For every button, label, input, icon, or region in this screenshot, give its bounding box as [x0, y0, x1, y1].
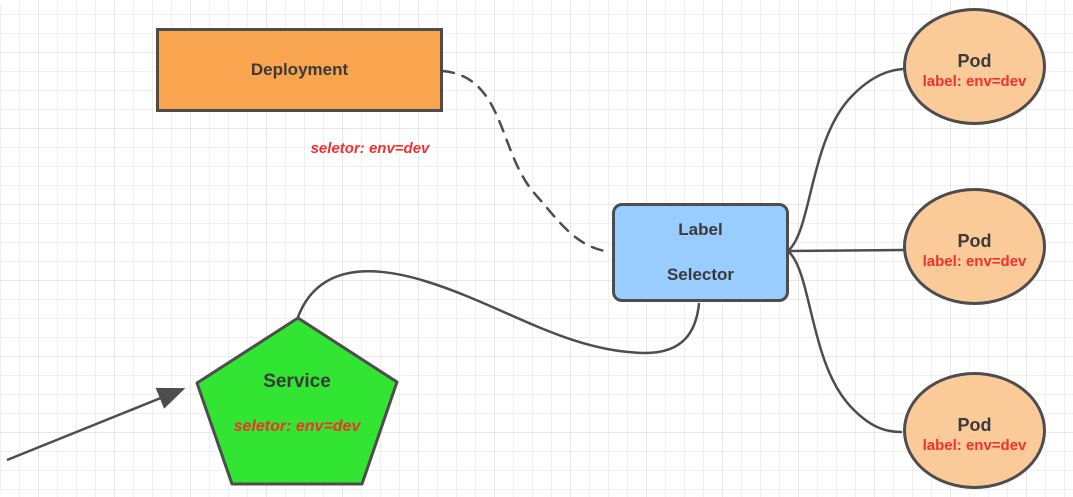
pod-sublabel: label: env=dev	[922, 253, 1027, 270]
service-selector-connector[interactable]	[296, 270, 701, 355]
selector-pod1-connector[interactable]	[787, 67, 905, 252]
pod-sublabel: label: env=dev	[922, 437, 1027, 454]
label-selector-line2: Selector	[666, 265, 735, 284]
pod-node-1[interactable]: Pod label: env=dev	[903, 8, 1046, 125]
service-pentagon[interactable]	[195, 316, 399, 486]
pod-label: Pod	[957, 231, 992, 251]
service-pointer-arrow[interactable]	[6, 387, 186, 462]
selector-pod2-connector[interactable]	[787, 248, 905, 253]
deployment-selector-connector[interactable]	[441, 69, 613, 254]
pod-label: Pod	[957, 415, 992, 435]
pod-node-3[interactable]: Pod label: env=dev	[903, 372, 1046, 489]
label-selector-node[interactable]: Label Selector	[612, 203, 789, 302]
service-label: Service	[263, 371, 331, 392]
deployment-label: Deployment	[250, 60, 349, 79]
pod-sublabel: label: env=dev	[922, 73, 1027, 90]
deployment-selector-annotation[interactable]: seletor: env=dev	[310, 140, 430, 157]
deployment-node[interactable]: Deployment	[156, 28, 443, 112]
pod-node-2[interactable]: Pod label: env=dev	[903, 188, 1046, 305]
selector-pod3-connector[interactable]	[787, 250, 903, 434]
service-selector-annotation: seletor: env=dev	[233, 418, 361, 435]
label-selector-line1: Label	[678, 220, 723, 239]
pod-label: Pod	[957, 51, 992, 71]
